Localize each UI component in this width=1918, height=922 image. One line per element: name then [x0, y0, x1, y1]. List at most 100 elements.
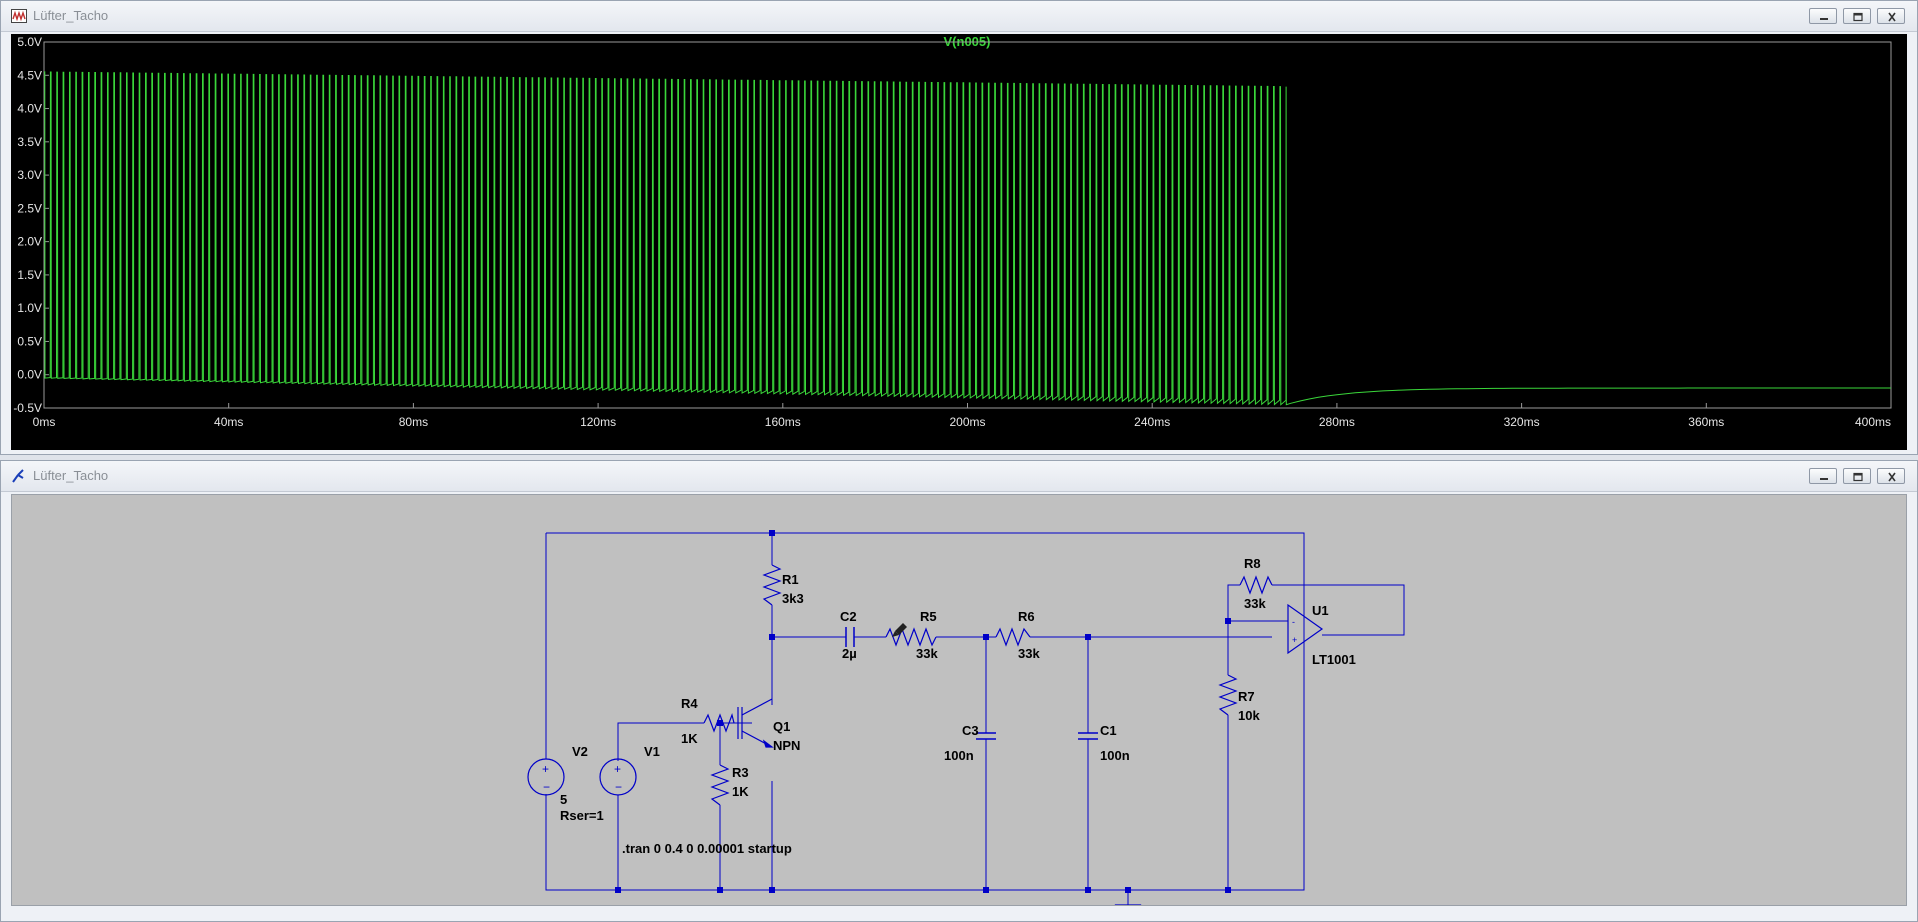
y-tick-label: 0.5V	[17, 334, 42, 348]
schematic-titlebar[interactable]: Lüfter_Tacho	[1, 461, 1917, 492]
pencil-cursor-icon	[892, 623, 907, 637]
y-tick-label: 4.0V	[17, 102, 42, 116]
y-tick-label: 2.5V	[17, 201, 42, 215]
restore-button[interactable]	[1843, 8, 1871, 24]
restore-button[interactable]	[1843, 468, 1871, 484]
capacitor-symbols[interactable]	[845, 627, 1098, 740]
r5-name[interactable]: R5	[920, 609, 937, 624]
c2-value[interactable]: 2µ	[842, 646, 857, 661]
svg-text:+: +	[542, 762, 549, 776]
wires[interactable]	[545, 532, 1405, 905]
restore-icon	[1853, 12, 1863, 22]
v2-rser[interactable]: Rser=1	[560, 808, 604, 823]
y-tick-label: 3.0V	[17, 168, 42, 182]
r1-symbol	[762, 564, 782, 606]
c1-name[interactable]: C1	[1100, 723, 1117, 738]
x-tick-label: 160ms	[765, 415, 801, 429]
r8-value[interactable]: 33k	[1244, 596, 1266, 611]
q1-symbol[interactable]	[737, 698, 774, 748]
y-tick-label: 4.5V	[17, 68, 42, 82]
restore-icon	[1853, 472, 1863, 482]
r5-symbol	[885, 627, 937, 647]
trace-v-n005[interactable]	[44, 71, 1891, 406]
c1-value[interactable]: 100n	[1100, 748, 1130, 763]
u1-symbol[interactable]: - +	[1287, 603, 1324, 655]
r3-name[interactable]: R3	[732, 765, 749, 780]
v2-symbol	[527, 758, 565, 796]
svg-text:−: −	[543, 780, 550, 794]
r6-value[interactable]: 33k	[1018, 646, 1040, 661]
r7-name[interactable]: R7	[1238, 689, 1255, 704]
y-tick-label: 3.5V	[17, 135, 42, 149]
spice-directive[interactable]: .tran 0 0.4 0 0.00001 startup	[622, 841, 792, 856]
waveform-icon	[11, 9, 27, 23]
y-tick-label: 5.0V	[17, 35, 42, 49]
svg-text:−: −	[615, 780, 622, 794]
x-tick-label: 120ms	[580, 415, 616, 429]
svg-text:+: +	[614, 762, 621, 776]
window-title: Lüfter_Tacho	[33, 8, 109, 23]
voltage-source-symbols[interactable]: + − + −	[527, 758, 637, 796]
schematic-window: Lüfter_Tacho	[0, 460, 1918, 922]
plot-frame	[43, 41, 1892, 409]
x-tick-label: 280ms	[1319, 415, 1355, 429]
y-tick-label: 1.0V	[17, 301, 42, 315]
r6-symbol	[995, 627, 1031, 647]
x-tick-label: 80ms	[399, 415, 428, 429]
u1-name[interactable]: U1	[1312, 603, 1329, 618]
r4-value[interactable]: 1K	[681, 731, 698, 746]
r8-symbol	[1239, 575, 1273, 595]
q1-name[interactable]: Q1	[773, 719, 790, 734]
resistor-symbols[interactable]	[703, 564, 1273, 806]
schematic-canvas[interactable]: - + + − + −	[11, 494, 1907, 918]
r7-value[interactable]: 10k	[1238, 708, 1260, 723]
x-tick-label: 0ms	[33, 415, 56, 429]
r5-value[interactable]: 33k	[916, 646, 938, 661]
junction-dots	[615, 530, 1231, 893]
x-tick-label: 240ms	[1134, 415, 1170, 429]
window-title: Lüfter_Tacho	[33, 468, 109, 483]
r1-name[interactable]: R1	[782, 572, 799, 587]
r3-symbol	[710, 764, 730, 806]
schematic-drawing[interactable]: - + + − + −	[12, 495, 1906, 918]
y-tick-label: 2.0V	[17, 235, 42, 249]
minimize-button[interactable]	[1809, 468, 1837, 484]
v1-symbol	[599, 758, 637, 796]
waveform-titlebar[interactable]: Lüfter_Tacho	[1, 1, 1917, 32]
x-tick-label: 40ms	[214, 415, 243, 429]
u1-value[interactable]: LT1001	[1312, 652, 1356, 667]
v2-value[interactable]: 5	[560, 792, 567, 807]
minimize-icon	[1820, 478, 1828, 480]
minimize-button[interactable]	[1809, 8, 1837, 24]
close-button[interactable]	[1877, 468, 1905, 484]
x-tick-label: 200ms	[949, 415, 985, 429]
close-icon	[1888, 12, 1896, 22]
waveform-chart[interactable]: V(n005) 5.0V4.5V4.0V3.5V3.0V2.5V2.0V1.5V…	[11, 34, 1907, 450]
minimize-icon	[1820, 18, 1828, 20]
r6-name[interactable]: R6	[1018, 609, 1035, 624]
v1-name[interactable]: V1	[644, 744, 660, 759]
svg-text:-: -	[1292, 617, 1295, 627]
r8-name[interactable]: R8	[1244, 556, 1261, 571]
y-tick-label: 1.5V	[17, 268, 42, 282]
close-icon	[1888, 472, 1896, 482]
c2-name[interactable]: C2	[840, 609, 857, 624]
r4-name[interactable]: R4	[681, 696, 698, 711]
r4-symbol	[703, 712, 735, 733]
x-tick-label: 360ms	[1688, 415, 1724, 429]
y-tick-label: 0.0V	[17, 368, 42, 382]
q1-value[interactable]: NPN	[773, 738, 800, 753]
c3-name[interactable]: C3	[962, 723, 979, 738]
c3-value[interactable]: 100n	[944, 748, 974, 763]
schematic-icon	[12, 469, 24, 483]
v2-name[interactable]: V2	[572, 744, 588, 759]
close-button[interactable]	[1877, 8, 1905, 24]
component-labels: R1 3k3 R4 1K R3 1K Q1 NPN C2 2µ R5 33k R…	[560, 556, 1356, 856]
r7-symbol	[1218, 674, 1238, 716]
r1-value[interactable]: 3k3	[782, 591, 804, 606]
x-tick-label: 320ms	[1504, 415, 1540, 429]
svg-text:+: +	[1292, 635, 1297, 645]
r3-value[interactable]: 1K	[732, 784, 749, 799]
